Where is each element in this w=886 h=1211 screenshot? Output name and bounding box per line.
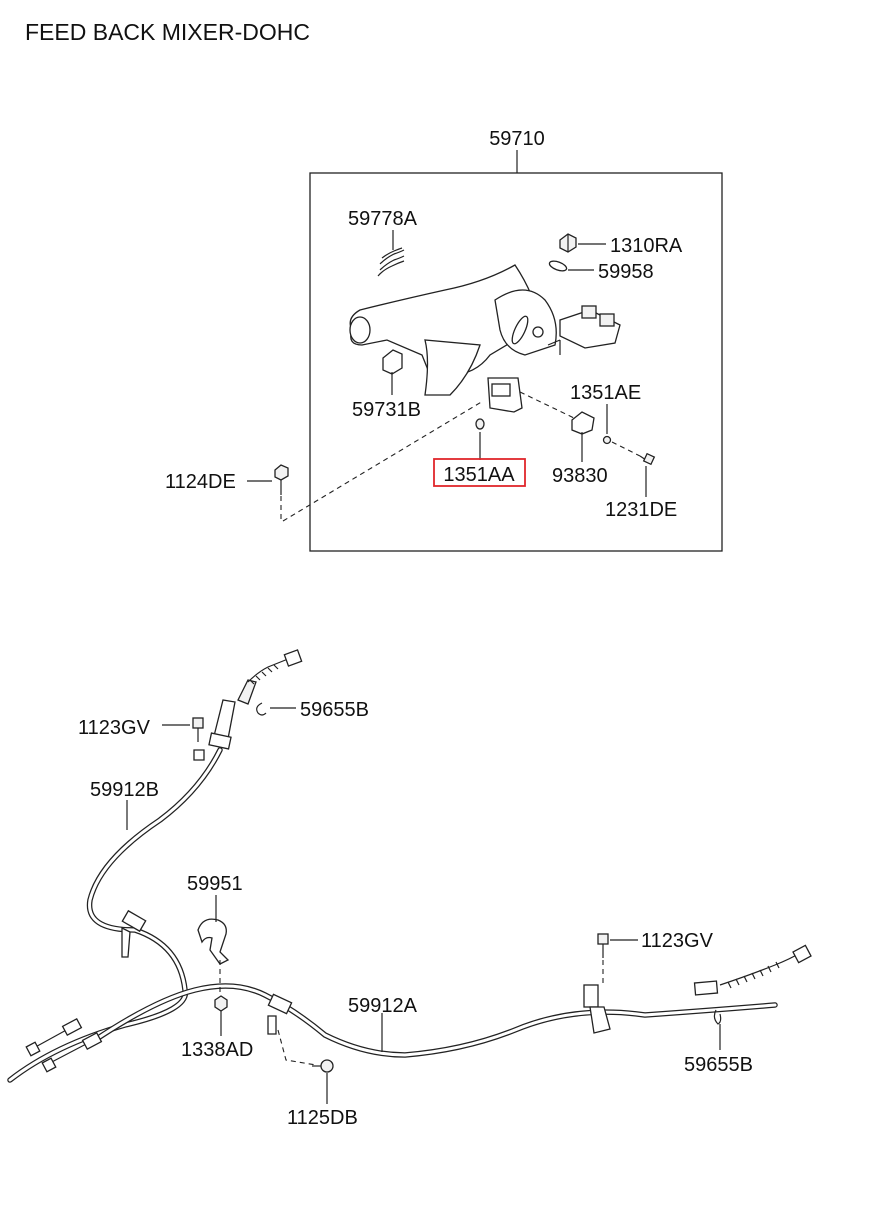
label-1123GV-left[interactable]: 1123GV	[78, 717, 151, 739]
label-1231DE[interactable]: 1231DE	[605, 499, 677, 521]
label-59912A[interactable]: 59912A	[348, 995, 418, 1017]
label-59912B[interactable]: 59912B	[90, 779, 159, 801]
clip-59655B-bottom	[713, 1009, 722, 1025]
nut-1338AD	[214, 995, 228, 1012]
bolt-1123GV-left	[192, 717, 204, 742]
label-1351AA[interactable]: 1351AA	[443, 464, 515, 486]
bolt-1123GV-right	[597, 933, 609, 958]
washer-59958	[548, 260, 568, 272]
cable-59912A	[41, 944, 812, 1073]
cable-59912B	[7, 649, 303, 1083]
mount-line-1124DE	[280, 400, 484, 522]
spring-59778A	[377, 247, 405, 277]
label-93830[interactable]: 93830	[552, 465, 608, 487]
label-59731B[interactable]: 59731B	[352, 399, 421, 421]
nut-1351AE	[602, 435, 612, 445]
label-59778A[interactable]: 59778A	[348, 208, 418, 230]
label-1124DE[interactable]: 1124DE	[165, 471, 236, 493]
bolt-1125DB	[312, 1059, 334, 1073]
label-59655B-top[interactable]: 59655B	[300, 699, 369, 721]
label-1123GV-right[interactable]: 1123GV	[641, 930, 714, 952]
mount-line-1125DB	[277, 1029, 317, 1066]
label-59951[interactable]: 59951	[187, 873, 243, 895]
bolt-1231DE	[611, 441, 656, 466]
diagram-title: FEED BACK MIXER-DOHC	[25, 19, 310, 45]
assembly-box-59710	[309, 172, 723, 552]
parking-brake-lever	[349, 264, 621, 413]
label-59710[interactable]: 59710	[489, 128, 545, 150]
nut-1310RA	[559, 233, 577, 253]
clip-59655B-top	[256, 702, 267, 716]
label-59958[interactable]: 59958	[598, 261, 654, 283]
nut-plate-left	[193, 749, 205, 761]
label-1351AE[interactable]: 1351AE	[570, 382, 641, 404]
cushion-59731B	[382, 349, 403, 375]
label-59655B-bottom[interactable]: 59655B	[684, 1054, 753, 1076]
highlight-box-1351AA	[433, 458, 526, 487]
nut-1351AA	[475, 418, 485, 430]
bracket-93830	[571, 411, 595, 435]
label-1310RA[interactable]: 1310RA	[610, 235, 683, 257]
mount-line-93830	[519, 391, 575, 419]
label-1125DB[interactable]: 1125DB	[287, 1107, 358, 1129]
bolt-1124DE	[274, 464, 289, 495]
label-1338AD[interactable]: 1338AD	[181, 1039, 253, 1061]
bracket-59951	[197, 918, 230, 965]
